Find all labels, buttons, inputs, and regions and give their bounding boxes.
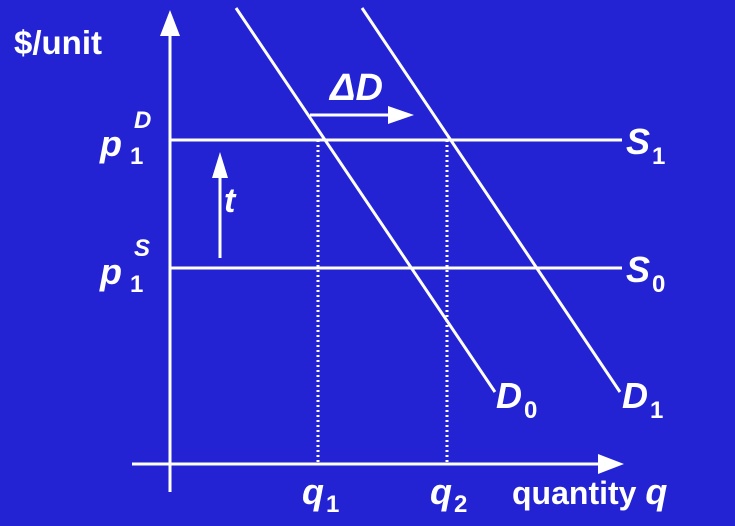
price-demand-sup: D bbox=[134, 107, 151, 134]
x-axis-arrowhead bbox=[598, 454, 624, 474]
tax-label: t bbox=[224, 182, 237, 220]
demand-shift-arrowhead bbox=[388, 106, 414, 124]
demand-0-sub: 0 bbox=[524, 397, 537, 424]
demand-shift-label: ΔD bbox=[328, 67, 383, 109]
demand-1-label: D bbox=[622, 375, 648, 416]
quantity-2-label: q bbox=[430, 471, 452, 512]
x-axis-label-var: q bbox=[645, 471, 667, 512]
price-demand-sub: 1 bbox=[130, 143, 143, 170]
x-axis-label-word: quantity bbox=[512, 475, 645, 511]
price-supply-sup: S bbox=[134, 235, 150, 262]
supply-0-sub: 0 bbox=[652, 271, 665, 298]
demand-1-sub: 1 bbox=[650, 397, 663, 424]
price-supply-label: p bbox=[99, 251, 122, 292]
tax-arrowhead bbox=[212, 152, 228, 178]
price-supply-sub: 1 bbox=[130, 271, 143, 298]
supply-0-label: S bbox=[626, 249, 650, 290]
x-axis-label: quantity q bbox=[512, 471, 667, 512]
y-axis-arrowhead bbox=[160, 10, 180, 36]
supply-1-sub: 1 bbox=[652, 143, 665, 170]
y-axis-label: $/unit bbox=[14, 24, 102, 61]
demand-line-d0 bbox=[234, 7, 497, 393]
price-demand-label: p bbox=[99, 123, 122, 164]
quantity-1-label: q bbox=[302, 471, 324, 512]
supply-1-label: S bbox=[626, 121, 650, 162]
quantity-2-sub: 2 bbox=[454, 491, 467, 518]
quantity-1-sub: 1 bbox=[326, 491, 339, 518]
demand-line-d1 bbox=[360, 7, 622, 393]
demand-0-label: D bbox=[496, 375, 522, 416]
